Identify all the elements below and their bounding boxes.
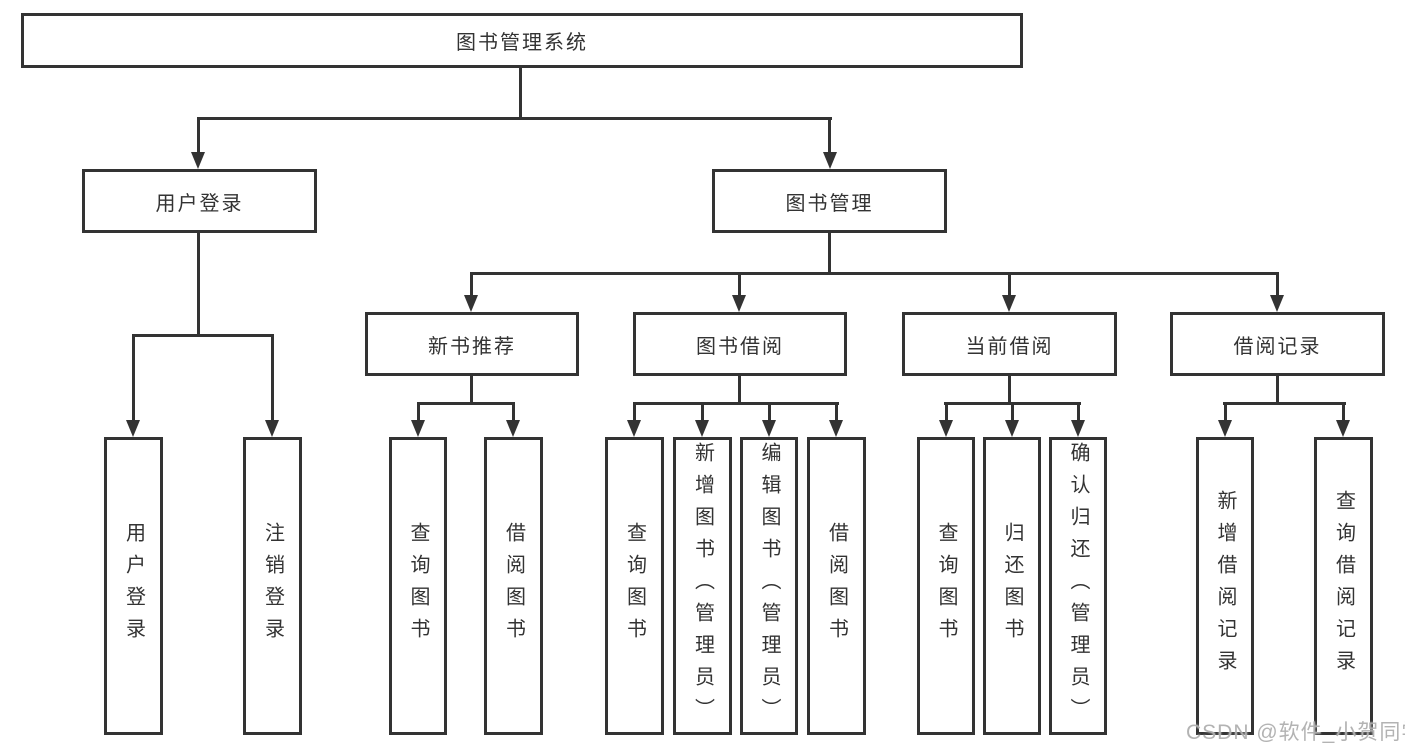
- leaf-add-books-admin-label: 新增图书（管理员）: [691, 442, 714, 730]
- connector-line: [633, 402, 839, 405]
- connector-line: [1276, 376, 1279, 405]
- leaf-return-books: 归还图书: [983, 437, 1041, 735]
- connector-line: [1223, 402, 1346, 405]
- node-current-borrow-label: 当前借阅: [965, 335, 1054, 358]
- connector-line: [633, 402, 636, 424]
- connector-line: [132, 334, 135, 426]
- connector-line: [738, 272, 741, 298]
- connector-line: [1008, 272, 1011, 298]
- arrowhead-down-icon: [695, 420, 709, 437]
- node-new-book-recommend: 新书推荐: [365, 312, 579, 376]
- arrowhead-down-icon: [762, 420, 776, 437]
- node-user-login-label: 用户登录: [155, 192, 244, 215]
- leaf-query-books-2: 查询图书: [605, 437, 664, 735]
- arrowhead-down-icon: [265, 420, 279, 437]
- leaf-borrow-books-1-label: 借阅图书: [502, 522, 525, 650]
- node-new-book-recommend-label: 新书推荐: [428, 335, 516, 358]
- leaf-borrow-books-2: 借阅图书: [807, 437, 866, 735]
- arrowhead-down-icon: [1002, 295, 1016, 312]
- arrowhead-down-icon: [1071, 420, 1085, 437]
- node-root: 图书管理系统: [21, 13, 1023, 68]
- connector-line: [470, 376, 473, 405]
- connector-line: [1077, 402, 1080, 424]
- arrowhead-down-icon: [506, 420, 520, 437]
- connector-line: [828, 117, 831, 155]
- node-book-management-label: 图书管理: [785, 192, 874, 215]
- arrowhead-down-icon: [732, 295, 746, 312]
- leaf-query-books-1: 查询图书: [389, 437, 447, 735]
- connector-line: [197, 233, 200, 337]
- node-book-borrow: 图书借阅: [633, 312, 847, 376]
- arrowhead-down-icon: [1270, 295, 1284, 312]
- leaf-confirm-return-admin: 确认归还（管理员）: [1049, 437, 1107, 735]
- leaf-logout-label: 注销登录: [261, 522, 284, 650]
- connector-line: [738, 376, 741, 405]
- connector-line: [519, 68, 522, 120]
- arrowhead-down-icon: [1336, 420, 1350, 437]
- connector-line: [132, 334, 274, 337]
- node-current-borrow: 当前借阅: [902, 312, 1117, 376]
- connector-line: [835, 402, 838, 424]
- connector-line: [701, 402, 704, 424]
- leaf-confirm-return-admin-label: 确认归还（管理员）: [1067, 442, 1089, 730]
- node-book-borrow-label: 图书借阅: [696, 335, 784, 358]
- leaf-logout: 注销登录: [243, 437, 302, 735]
- leaf-query-books-3: 查询图书: [917, 437, 975, 735]
- leaf-user-login-label: 用户登录: [122, 522, 145, 650]
- arrowhead-down-icon: [627, 420, 641, 437]
- connector-line: [1276, 272, 1279, 298]
- connector-line: [197, 117, 832, 120]
- leaf-query-books-1-label: 查询图书: [407, 522, 429, 650]
- connector-line: [470, 272, 1279, 275]
- arrowhead-down-icon: [191, 152, 205, 169]
- node-borrow-record-label: 借阅记录: [1233, 335, 1322, 358]
- connector-line: [417, 402, 420, 424]
- connector-line: [470, 272, 473, 298]
- connector-line: [197, 117, 200, 155]
- leaf-user-login: 用户登录: [104, 437, 163, 735]
- arrowhead-down-icon: [823, 152, 837, 169]
- csdn-watermark: CSDN @软件_小贺同学: [1186, 721, 1405, 744]
- leaf-add-borrow-record-label: 新增借阅记录: [1214, 490, 1236, 682]
- arrowhead-down-icon: [829, 420, 843, 437]
- node-user-login: 用户登录: [82, 169, 317, 233]
- connector-line: [768, 402, 771, 424]
- connector-line: [1342, 402, 1345, 424]
- leaf-query-borrow-record-label: 查询借阅记录: [1332, 490, 1355, 682]
- connector-line: [1224, 402, 1227, 424]
- arrowhead-down-icon: [411, 420, 425, 437]
- connector-line: [271, 334, 274, 426]
- connector-line: [512, 402, 515, 424]
- connector-line: [945, 402, 948, 424]
- leaf-edit-books-admin: 编辑图书（管理员）: [740, 437, 798, 735]
- leaf-borrow-books-2-label: 借阅图书: [825, 522, 848, 650]
- connector-line: [417, 402, 515, 405]
- arrowhead-down-icon: [1218, 420, 1232, 437]
- leaf-query-borrow-record: 查询借阅记录: [1314, 437, 1373, 735]
- leaf-query-books-2-label: 查询图书: [623, 522, 646, 650]
- leaf-borrow-books-1: 借阅图书: [484, 437, 543, 735]
- leaf-edit-books-admin-label: 编辑图书（管理员）: [758, 442, 780, 730]
- leaf-add-borrow-record: 新增借阅记录: [1196, 437, 1254, 735]
- connector-line: [1011, 402, 1014, 424]
- node-root-label: 图书管理系统: [456, 32, 588, 54]
- node-book-management: 图书管理: [712, 169, 947, 233]
- connector-line: [1008, 376, 1011, 405]
- arrowhead-down-icon: [1005, 420, 1019, 437]
- connector-line: [828, 233, 831, 275]
- arrowhead-down-icon: [126, 420, 140, 437]
- node-borrow-record: 借阅记录: [1170, 312, 1385, 376]
- leaf-add-books-admin: 新增图书（管理员）: [673, 437, 732, 735]
- leaf-return-books-label: 归还图书: [1001, 522, 1023, 650]
- leaf-query-books-3-label: 查询图书: [935, 522, 957, 650]
- arrowhead-down-icon: [464, 295, 478, 312]
- arrowhead-down-icon: [939, 420, 953, 437]
